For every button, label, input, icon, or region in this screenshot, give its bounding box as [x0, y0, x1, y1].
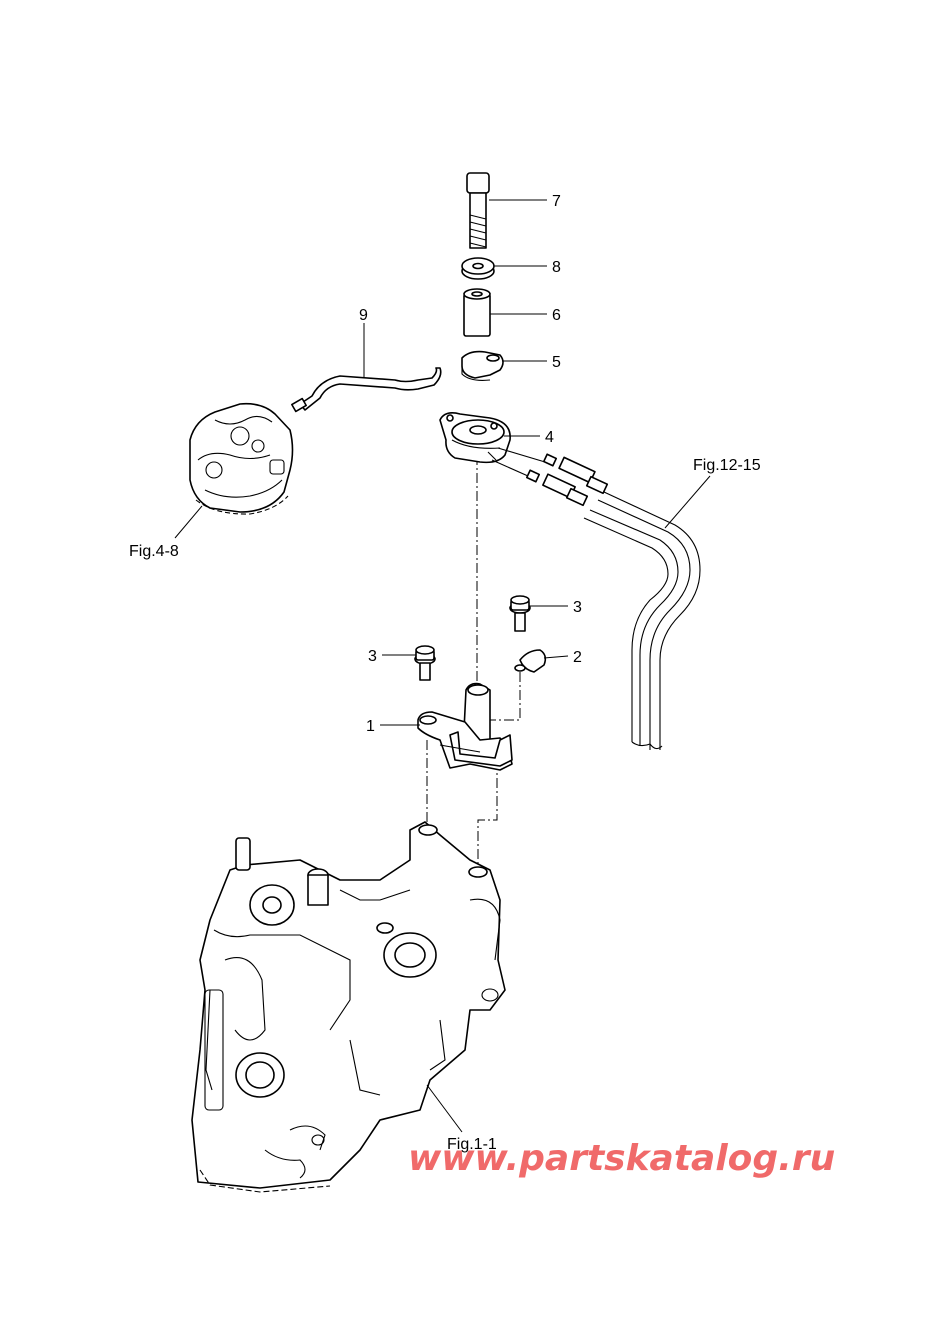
- carburetor-fig4-8: [189, 402, 294, 515]
- cable-end-lower: [525, 469, 589, 507]
- leader-2: [543, 655, 569, 659]
- callout-5: 5: [552, 354, 561, 371]
- part-4-throttle-cam[interactable]: [439, 412, 511, 464]
- part-1-bracket[interactable]: [417, 682, 513, 771]
- callout-8: 8: [552, 259, 561, 276]
- ref-fig1-1[interactable]: Fig.1-1: [447, 1136, 497, 1153]
- leader-fig12-15: [664, 475, 711, 529]
- part-9-link-rod[interactable]: [291, 367, 442, 413]
- clip-axis-line: [489, 672, 521, 740]
- callout-6: 6: [552, 307, 561, 324]
- callout-2: 2: [573, 649, 582, 666]
- callout-9: 9: [359, 307, 368, 324]
- part-3-bolt-left[interactable]: [414, 645, 436, 681]
- watermark-text: www.partskatalog.ru: [408, 1138, 835, 1179]
- callout-1: 1: [366, 718, 375, 735]
- engine-block-fig1-1: [191, 821, 506, 1193]
- leader-fig4-8: [174, 505, 203, 539]
- part-8-washer[interactable]: [461, 257, 495, 280]
- callout-7: 7: [552, 193, 561, 210]
- callout-3-left: 3: [368, 648, 377, 665]
- throttle-cables: [491, 447, 701, 750]
- ref-fig12-15[interactable]: Fig.12-15: [693, 457, 761, 474]
- callout-4: 4: [545, 429, 554, 446]
- ref-fig4-8[interactable]: Fig.4-8: [129, 543, 179, 560]
- part-2-clip[interactable]: [514, 649, 547, 673]
- part-5-cam[interactable]: [461, 350, 504, 381]
- cable-end-upper: [542, 453, 609, 495]
- leader-fig1-1: [426, 1084, 463, 1133]
- callout-3-right: 3: [573, 599, 582, 616]
- part-7-bolt[interactable]: [466, 172, 490, 249]
- part-3-bolt-right[interactable]: [509, 595, 531, 632]
- bracket-axis-line-2: [477, 760, 498, 870]
- part-6-collar[interactable]: [463, 288, 491, 337]
